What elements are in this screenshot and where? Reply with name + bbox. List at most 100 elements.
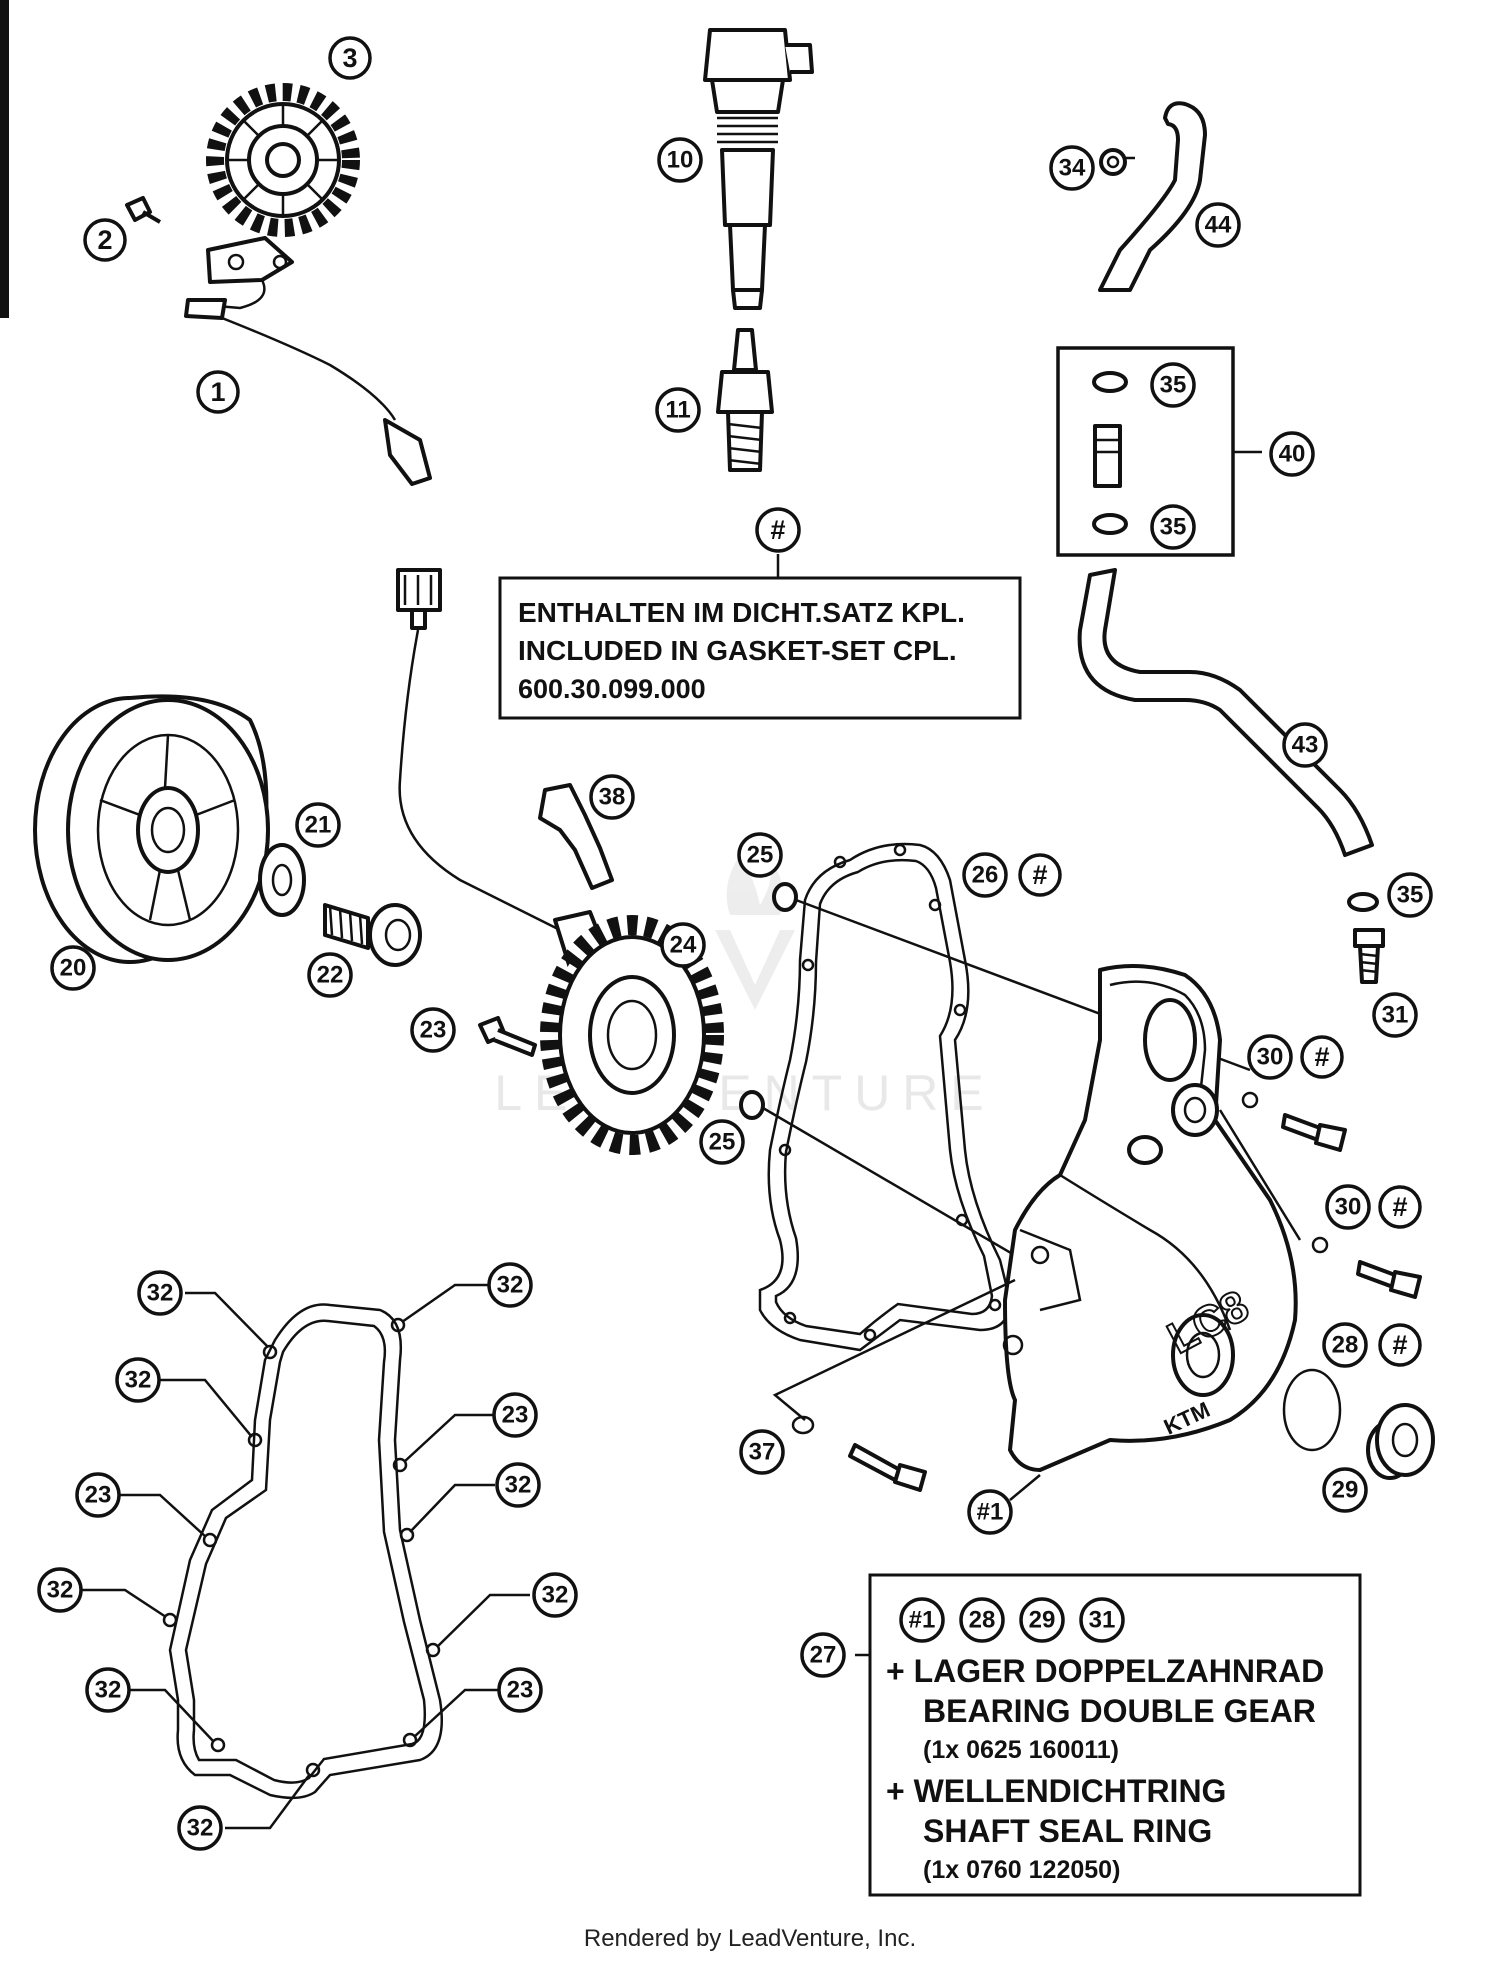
callout-44: 44 bbox=[1195, 202, 1241, 248]
part-32-outer-gasket bbox=[82, 1283, 530, 1830]
gasket-set-note: ENTHALTEN IM DICHT.SATZ KPL. INCLUDED IN… bbox=[498, 554, 1022, 720]
svg-text:32: 32 bbox=[542, 1582, 569, 1609]
svg-text:24: 24 bbox=[670, 932, 697, 959]
svg-text:32: 32 bbox=[505, 1472, 532, 1499]
callout-30-upper: 30 bbox=[1247, 1034, 1293, 1080]
callout-32-h: 32 bbox=[177, 1805, 223, 1851]
svg-text:30: 30 bbox=[1257, 1044, 1284, 1071]
callout-3: 3 bbox=[328, 36, 372, 80]
svg-text:32: 32 bbox=[125, 1367, 152, 1394]
callout-28: 28 bbox=[1322, 1322, 1368, 1368]
gasket-note-part-number: 600.30.099.000 bbox=[518, 674, 706, 704]
callout-31: 31 bbox=[1372, 992, 1418, 1038]
callout-23-b: 23 bbox=[75, 1472, 121, 1518]
callouts: 3 2 1 10 11 34 44 35 35 40 # 43 38 20 21… bbox=[37, 36, 1433, 1851]
part-23-screw bbox=[478, 1016, 537, 1057]
part-20-flywheel bbox=[33, 694, 270, 964]
svg-text:35: 35 bbox=[1160, 514, 1187, 541]
svg-text:2: 2 bbox=[97, 225, 112, 255]
part-30-bolt-upper bbox=[1241, 1091, 1347, 1152]
left-edge-bar bbox=[0, 0, 9, 318]
callout-30-lower: 30 bbox=[1325, 1184, 1371, 1230]
kit-item1-part-number: (1x 0625 160011) bbox=[923, 1736, 1119, 1764]
svg-text:31: 31 bbox=[1382, 1002, 1409, 1029]
callout-40: 40 bbox=[1269, 431, 1315, 477]
callout-25-upper: 25 bbox=[737, 832, 783, 878]
svg-text:20: 20 bbox=[60, 955, 87, 982]
callout-32-c: 32 bbox=[115, 1357, 161, 1403]
callout-2: 2 bbox=[83, 218, 127, 262]
svg-text:#: # bbox=[770, 515, 785, 545]
svg-text:23: 23 bbox=[507, 1677, 534, 1704]
svg-text:35: 35 bbox=[1160, 372, 1187, 399]
callout-32-e: 32 bbox=[37, 1567, 83, 1613]
svg-text:32: 32 bbox=[95, 1677, 122, 1704]
callout-25-lower: 25 bbox=[699, 1119, 745, 1165]
svg-text:40: 40 bbox=[1279, 441, 1306, 468]
callout-26: 26 bbox=[962, 852, 1008, 898]
part-43-long-hose bbox=[1077, 568, 1374, 857]
gasket-note-line-2: INCLUDED IN GASKET-SET CPL. bbox=[518, 635, 957, 666]
svg-text:23: 23 bbox=[420, 1017, 447, 1044]
svg-text:11: 11 bbox=[665, 397, 690, 424]
kit-callout-28: 28 bbox=[959, 1597, 1005, 1643]
kit-item2-en: SHAFT SEAL RING bbox=[923, 1813, 1212, 1849]
kit-item1-en: BEARING DOUBLE GEAR bbox=[923, 1693, 1316, 1729]
callout-20: 20 bbox=[50, 945, 96, 991]
callout-hash-1: #1 bbox=[967, 1489, 1013, 1535]
svg-text:21: 21 bbox=[305, 812, 332, 839]
kit-item2-de: + WELLENDICHTRING bbox=[886, 1773, 1226, 1809]
callout-32-a: 32 bbox=[137, 1270, 183, 1316]
svg-text:30: 30 bbox=[1335, 1194, 1362, 1221]
kit-callout-29: 29 bbox=[1019, 1597, 1065, 1643]
svg-text:37: 37 bbox=[749, 1439, 776, 1466]
part-38-cable-holder bbox=[538, 783, 614, 890]
kit-callout-hash-1: #1 bbox=[899, 1597, 945, 1643]
callout-hash-30-lower: # bbox=[1378, 1185, 1422, 1229]
gasket-note-line-1: ENTHALTEN IM DICHT.SATZ KPL. bbox=[518, 597, 965, 628]
callout-24: 24 bbox=[660, 922, 706, 968]
callout-10: 10 bbox=[657, 137, 703, 183]
svg-text:#1: #1 bbox=[977, 1499, 1004, 1526]
callout-11: 11 bbox=[655, 387, 701, 433]
callout-29: 29 bbox=[1322, 1467, 1368, 1513]
callout-23: 23 bbox=[410, 1007, 456, 1053]
footer-credit: Rendered by LeadVenture, Inc. bbox=[583, 1925, 917, 1952]
callout-32-g: 32 bbox=[85, 1667, 131, 1713]
svg-text:#1: #1 bbox=[909, 1607, 936, 1634]
kit-callout-31: 31 bbox=[1079, 1597, 1125, 1643]
svg-text:10: 10 bbox=[667, 147, 694, 174]
svg-text:32: 32 bbox=[147, 1280, 174, 1307]
callout-hash-gasket-set: # bbox=[755, 507, 801, 553]
callout-23-c: 23 bbox=[497, 1667, 543, 1713]
svg-text:28: 28 bbox=[1332, 1332, 1359, 1359]
part-1-ignition-cover: LC8 KTM bbox=[1002, 964, 1298, 1472]
part-10-ignition-coil bbox=[703, 28, 814, 310]
callout-35-box-bottom: 35 bbox=[1150, 504, 1196, 550]
svg-text:38: 38 bbox=[599, 784, 626, 811]
svg-text:#: # bbox=[1032, 860, 1047, 890]
svg-text:43: 43 bbox=[1292, 732, 1319, 759]
callout-32-f: 32 bbox=[532, 1572, 578, 1618]
kit-item2-part-number: (1x 0760 122050) bbox=[923, 1856, 1120, 1884]
svg-text:23: 23 bbox=[502, 1402, 529, 1429]
svg-text:29: 29 bbox=[1029, 1607, 1056, 1634]
part-24-stator bbox=[396, 568, 724, 1155]
callout-hash-30-upper: # bbox=[1300, 1035, 1344, 1079]
svg-text:#: # bbox=[1392, 1192, 1407, 1222]
svg-text:27: 27 bbox=[810, 1642, 837, 1669]
kit-item1-de: + LAGER DOPPELZAHNRAD bbox=[886, 1653, 1324, 1689]
part-1-pickup-sensor bbox=[184, 236, 432, 486]
part-3-trigger-wheel bbox=[206, 83, 360, 237]
svg-text:32: 32 bbox=[497, 1272, 524, 1299]
callout-38: 38 bbox=[589, 774, 635, 820]
part-29-screw-plug bbox=[1366, 1403, 1435, 1480]
callout-hash-26: # bbox=[1018, 853, 1062, 897]
svg-text:44: 44 bbox=[1205, 212, 1232, 239]
svg-text:31: 31 bbox=[1089, 1607, 1116, 1634]
svg-text:29: 29 bbox=[1332, 1477, 1359, 1504]
svg-text:25: 25 bbox=[747, 842, 774, 869]
part-22-bolt bbox=[323, 903, 422, 967]
svg-text:1: 1 bbox=[210, 377, 225, 407]
part-37-bolt bbox=[772, 1278, 1016, 1492]
